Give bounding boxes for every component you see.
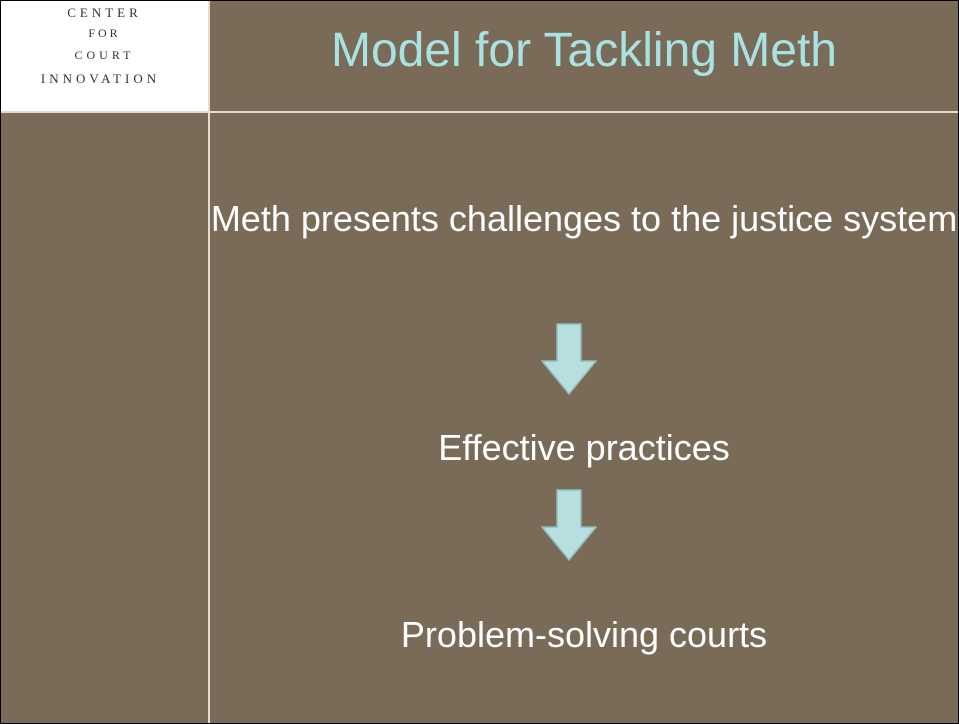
- logo-line-for: FOR: [88, 26, 121, 40]
- center-for-court-innovation-logo: CENTER FOR COURT INNOVATION: [1, 1, 208, 111]
- logo-line-center: CENTER: [67, 5, 142, 20]
- arrow-down-icon: [541, 489, 597, 561]
- logo-line-court: COURT: [74, 48, 135, 62]
- horizontal-divider: [1, 111, 958, 113]
- slide-title: Model for Tackling Meth: [330, 24, 837, 77]
- step-effective-practices: Effective practices: [438, 427, 730, 468]
- vertical-divider: [208, 1, 210, 723]
- step-problem-solving-courts: Problem-solving courts: [400, 614, 768, 655]
- step-challenges: Meth presents challenges to the justice …: [210, 198, 958, 239]
- logo-line-innovation: INNOVATION: [40, 71, 161, 86]
- arrow-down-icon: [541, 323, 597, 395]
